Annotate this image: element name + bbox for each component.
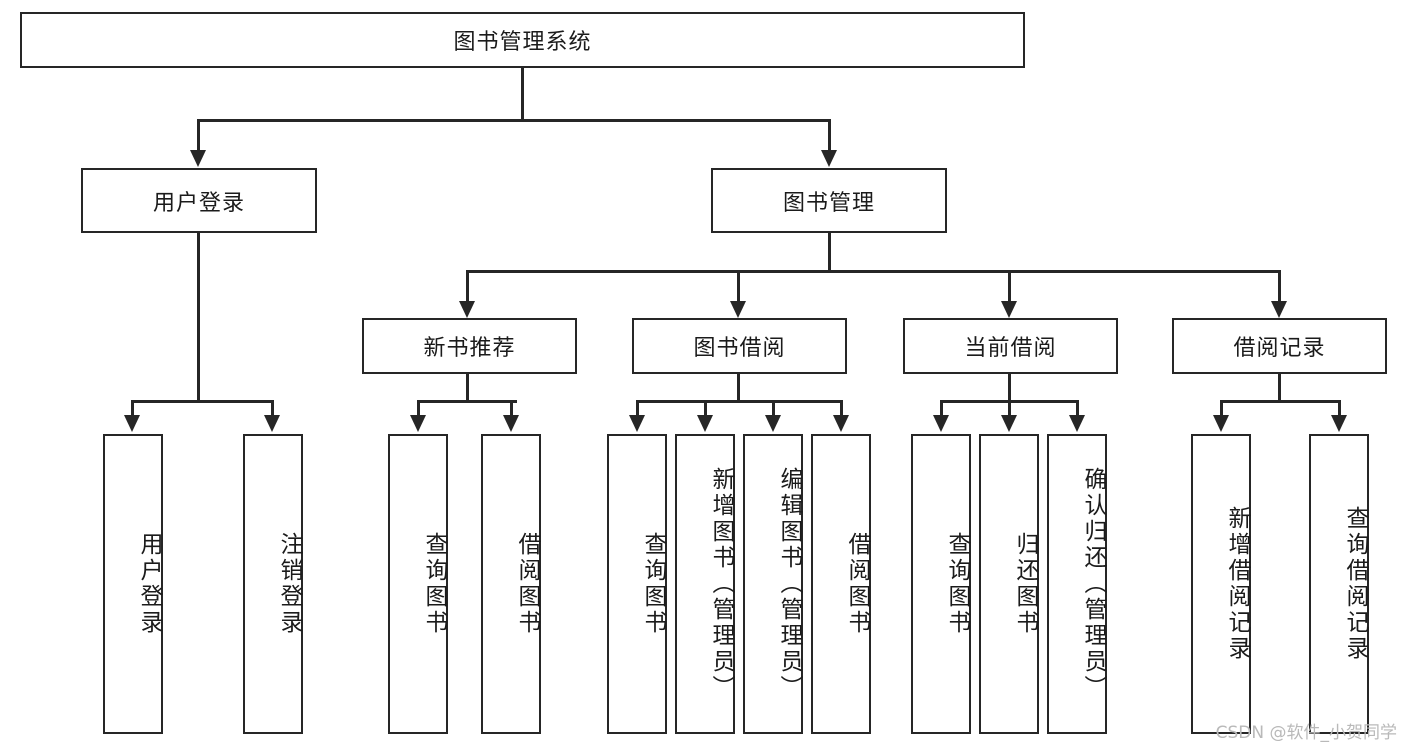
arrow-bm-to-current-borrow (1001, 301, 1017, 318)
edge-bm-to-borrow-record (1278, 270, 1281, 302)
edge-user-login-to-leaf2 (271, 400, 274, 416)
node-user-login[interactable]: 用户登录 (81, 168, 317, 233)
edge-cb-to-leaf1 (940, 400, 943, 416)
node-label: 图书管理系统 (453, 30, 592, 55)
edge-nb-to-leaf2 (510, 400, 513, 416)
arrow-bm-to-new-book (459, 301, 475, 318)
edge-current-borrow-stem (1008, 374, 1011, 401)
edge-cb-to-leaf2 (1008, 400, 1011, 416)
arrow-bb-to-leaf2 (697, 415, 713, 432)
arrow-user-login-to-leaf2 (264, 415, 280, 432)
node-label: 用户登录 (152, 190, 245, 216)
leaf-edit-book[interactable]: 编辑图书（管理员） (743, 434, 803, 734)
arrow-nb-to-leaf2 (503, 415, 519, 432)
leaf-query-record[interactable]: 查询借阅记录 (1309, 434, 1369, 734)
node-new-book-recommend[interactable]: 新书推荐 (362, 318, 577, 374)
arrow-bb-to-leaf1 (629, 415, 645, 432)
leaf-logout-login[interactable]: 注销登录 (243, 434, 303, 734)
edge-bb-to-leaf3 (772, 400, 775, 416)
node-label: 当前借阅 (964, 336, 1057, 361)
node-book-management[interactable]: 图书管理 (711, 168, 947, 233)
edge-bb-to-leaf1 (636, 400, 639, 416)
node-label: 查询图书 (640, 532, 666, 636)
arrow-nb-to-leaf1 (410, 415, 426, 432)
node-label: 确认归还（管理员） (1080, 467, 1106, 701)
arrow-cb-to-leaf1 (933, 415, 949, 432)
node-book-management-system[interactable]: 图书管理系统 (20, 12, 1025, 68)
node-label: 编辑图书（管理员） (776, 467, 802, 701)
edge-user-login-to-leaf1 (131, 400, 134, 416)
edge-br-to-leaf1 (1220, 400, 1223, 416)
arrow-bb-to-leaf4 (833, 415, 849, 432)
edge-book-management-stem (828, 233, 831, 271)
node-label: 新书推荐 (423, 336, 516, 361)
node-label: 查询借阅记录 (1342, 506, 1368, 662)
leaf-user-login[interactable]: 用户登录 (103, 434, 163, 734)
arrow-cb-to-leaf2 (1001, 415, 1017, 432)
edge-br-to-leaf2 (1338, 400, 1341, 416)
edge-bb-to-leaf2 (704, 400, 707, 416)
edge-user-login-bus (131, 400, 273, 403)
node-label: 借阅图书 (514, 532, 540, 636)
node-label: 查询图书 (421, 532, 447, 636)
arrow-root-to-book-management (821, 150, 837, 167)
node-label: 借阅图书 (844, 532, 870, 636)
node-label: 新增图书（管理员） (708, 467, 734, 701)
node-label: 图书借阅 (693, 336, 786, 361)
leaf-query-book-3[interactable]: 查询图书 (911, 434, 971, 734)
edge-bm-to-new-book (466, 270, 469, 302)
edge-root-to-book-management (828, 119, 831, 151)
edge-root-to-user-login (197, 119, 200, 151)
leaf-return-book[interactable]: 归还图书 (979, 434, 1039, 734)
node-borrow-record[interactable]: 借阅记录 (1172, 318, 1387, 374)
arrow-root-to-user-login (190, 150, 206, 167)
leaf-confirm-return[interactable]: 确认归还（管理员） (1047, 434, 1107, 734)
node-label: 借阅记录 (1233, 336, 1326, 361)
edge-book-borrow-stem (737, 374, 740, 401)
edge-new-book-bus (417, 400, 517, 403)
arrow-bm-to-book-borrow (730, 301, 746, 318)
leaf-borrow-book-1[interactable]: 借阅图书 (481, 434, 541, 734)
edge-cb-to-leaf3 (1076, 400, 1079, 416)
leaf-borrow-book-2[interactable]: 借阅图书 (811, 434, 871, 734)
arrow-br-to-leaf2 (1331, 415, 1347, 432)
arrow-br-to-leaf1 (1213, 415, 1229, 432)
edge-borrow-record-stem (1278, 374, 1281, 401)
edge-bb-to-leaf4 (840, 400, 843, 416)
edge-user-login-stem (197, 233, 200, 401)
leaf-add-record[interactable]: 新增借阅记录 (1191, 434, 1251, 734)
node-label: 注销登录 (276, 532, 302, 636)
arrow-cb-to-leaf3 (1069, 415, 1085, 432)
node-label: 用户登录 (136, 532, 162, 636)
node-label: 图书管理 (782, 190, 875, 216)
edge-bm-to-current-borrow (1008, 270, 1011, 302)
leaf-query-book-2[interactable]: 查询图书 (607, 434, 667, 734)
leaf-query-book-1[interactable]: 查询图书 (388, 434, 448, 734)
node-book-borrow[interactable]: 图书借阅 (632, 318, 847, 374)
node-current-borrow[interactable]: 当前借阅 (903, 318, 1118, 374)
edge-root-bus (197, 119, 829, 122)
edge-bm-to-book-borrow (737, 270, 740, 302)
edge-root-stem (521, 68, 524, 120)
leaf-add-book[interactable]: 新增图书（管理员） (675, 434, 735, 734)
edge-borrow-record-bus (1220, 400, 1338, 403)
node-label: 新增借阅记录 (1224, 506, 1250, 662)
edge-book-borrow-bus (636, 400, 842, 403)
edge-nb-to-leaf1 (417, 400, 420, 416)
arrow-bm-to-borrow-record (1271, 301, 1287, 318)
node-label: 查询图书 (944, 532, 970, 636)
arrow-user-login-to-leaf1 (124, 415, 140, 432)
arrow-bb-to-leaf3 (765, 415, 781, 432)
node-label: 归还图书 (1012, 532, 1038, 636)
edge-new-book-stem (466, 374, 469, 401)
edge-book-management-bus (466, 270, 1280, 273)
